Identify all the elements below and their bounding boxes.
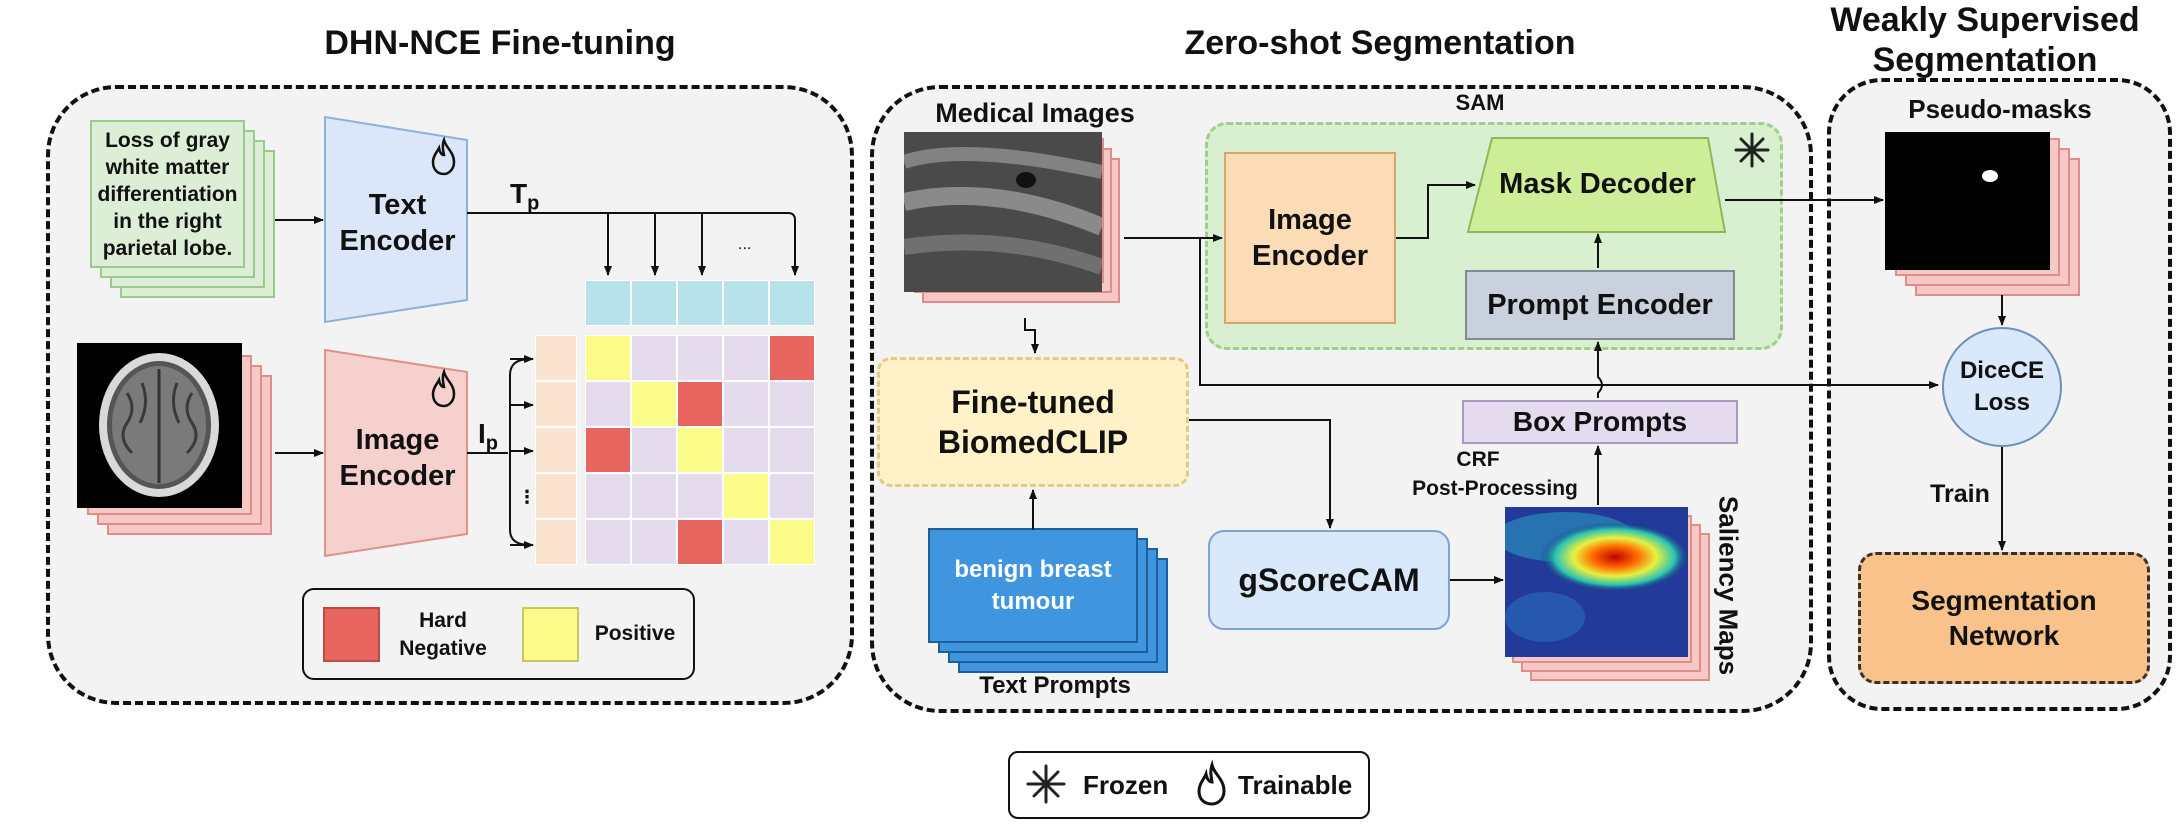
negative-cell	[769, 427, 815, 473]
dhn-title: DHN-NCE Fine-tuning	[324, 24, 676, 62]
weak-title: Weakly Supervised Segmentation	[1800, 0, 2170, 80]
hard-negative-cell	[677, 381, 723, 427]
text-encoder-shape	[324, 115, 468, 324]
image-embedding-cell	[535, 335, 577, 381]
text-encoder-label: Text Encoder	[339, 188, 456, 257]
arrow-image-to-dice	[1199, 238, 1939, 389]
text-prompts-label: Text Prompts	[979, 672, 1131, 699]
gscorecam: gScoreCAM	[1208, 530, 1450, 630]
finetuned-biomedclip: Fine-tuned BiomedCLIP	[877, 357, 1189, 487]
hard-negative-cell	[677, 519, 723, 565]
negative-cell	[585, 381, 631, 427]
negative-cell	[769, 381, 815, 427]
pseudo-mask-image	[1885, 132, 2050, 270]
positive-label: Positive	[594, 622, 676, 645]
negative-cell	[723, 427, 769, 473]
mask-decoder-label: Mask Decoder	[1499, 167, 1696, 200]
saliency-map-image	[1505, 507, 1688, 657]
image-embedding-cell	[535, 473, 577, 519]
flame-icon	[431, 367, 456, 408]
weak-title-line2: Segmentation	[1872, 41, 2098, 79]
arrow-box-to-prompt	[1594, 341, 1603, 398]
image-embedding-cell	[535, 381, 577, 427]
positive-cell	[769, 519, 815, 565]
ip-label: Ip	[478, 418, 498, 455]
dice-line1: DiceCE	[1959, 357, 2045, 384]
positive-cell	[677, 427, 723, 473]
dice-line2: Loss	[1973, 389, 2030, 416]
arrow-clip-to-gscorecam	[1189, 419, 1334, 529]
frozen-label: Frozen	[1083, 770, 1169, 800]
image-encoder-label: Image Encoder	[339, 423, 456, 492]
negative-cell	[723, 335, 769, 381]
prompt-encoder: Prompt Encoder	[1465, 270, 1735, 340]
text-embedding-cell	[631, 280, 677, 326]
sam-image-encoder: Image Encoder	[1224, 152, 1396, 324]
dice-ce-loss: DiceCE Loss	[1942, 327, 2062, 447]
text-embedding-cell	[585, 280, 631, 326]
row-ellipsis: ⋮	[518, 487, 536, 507]
crf-label: CRF	[1456, 448, 1500, 471]
text-embedding-cell	[723, 280, 769, 326]
negative-cell	[677, 335, 723, 381]
image-embedding-cell	[535, 519, 577, 565]
flame-icon	[431, 135, 456, 176]
positive-cell	[631, 381, 677, 427]
negative-cell	[723, 519, 769, 565]
trainable-label: Trainable	[1238, 770, 1353, 800]
segmentation-network: Segmentation Network	[1858, 552, 2150, 684]
negative-cell	[585, 519, 631, 565]
mask-decoder-shape	[1466, 137, 1727, 233]
text-embedding-cell	[769, 280, 815, 326]
negative-cell	[585, 473, 631, 519]
column-ellipsis: ...	[738, 236, 752, 253]
arrow-enc-to-decoder	[1396, 181, 1476, 239]
text-sample-card: Loss of gray white matter differentiatio…	[90, 120, 245, 268]
image-embedding-cell	[535, 427, 577, 473]
hard-negative-swatch	[323, 607, 380, 662]
positive-cell	[585, 335, 631, 381]
hard-negative-label: Hard Negative	[399, 609, 487, 660]
tp-label: Tp	[510, 178, 540, 215]
negative-cell	[631, 473, 677, 519]
arrow-us-to-clip	[1024, 318, 1039, 354]
text-embedding-cell	[677, 280, 723, 326]
tp-bus	[467, 212, 799, 276]
pseudo-masks-label: Pseudo-masks	[1908, 94, 2092, 124]
negative-cell	[631, 427, 677, 473]
text-prompt-card: benign breast tumour	[928, 528, 1138, 643]
train-label: Train	[1930, 480, 1990, 508]
image-encoder-shape	[324, 348, 468, 558]
negative-cell	[769, 473, 815, 519]
flame-icon	[1197, 759, 1226, 806]
bottom-legend	[1008, 751, 1370, 819]
ct-brain-image	[77, 343, 242, 508]
positive-cell	[723, 473, 769, 519]
hard-negative-cell	[585, 427, 631, 473]
post-processing-label: Post-Processing	[1412, 477, 1578, 500]
ip-bracket	[509, 358, 531, 546]
negative-cell	[631, 519, 677, 565]
box-prompts: Box Prompts	[1462, 400, 1738, 444]
medical-images-label: Medical Images	[935, 98, 1135, 128]
snowflake-icon	[1026, 764, 1066, 804]
hard-negative-cell	[769, 335, 815, 381]
snowflake-icon	[1734, 132, 1770, 168]
positive-swatch	[522, 607, 579, 662]
negative-cell	[631, 335, 677, 381]
negative-cell	[723, 381, 769, 427]
ultrasound-image	[904, 132, 1102, 292]
zero-shot-title: Zero-shot Segmentation	[1184, 24, 1576, 62]
sam-label: SAM	[1455, 90, 1505, 115]
negative-cell	[677, 473, 723, 519]
weak-title-line1: Weakly Supervised	[1830, 1, 2140, 39]
